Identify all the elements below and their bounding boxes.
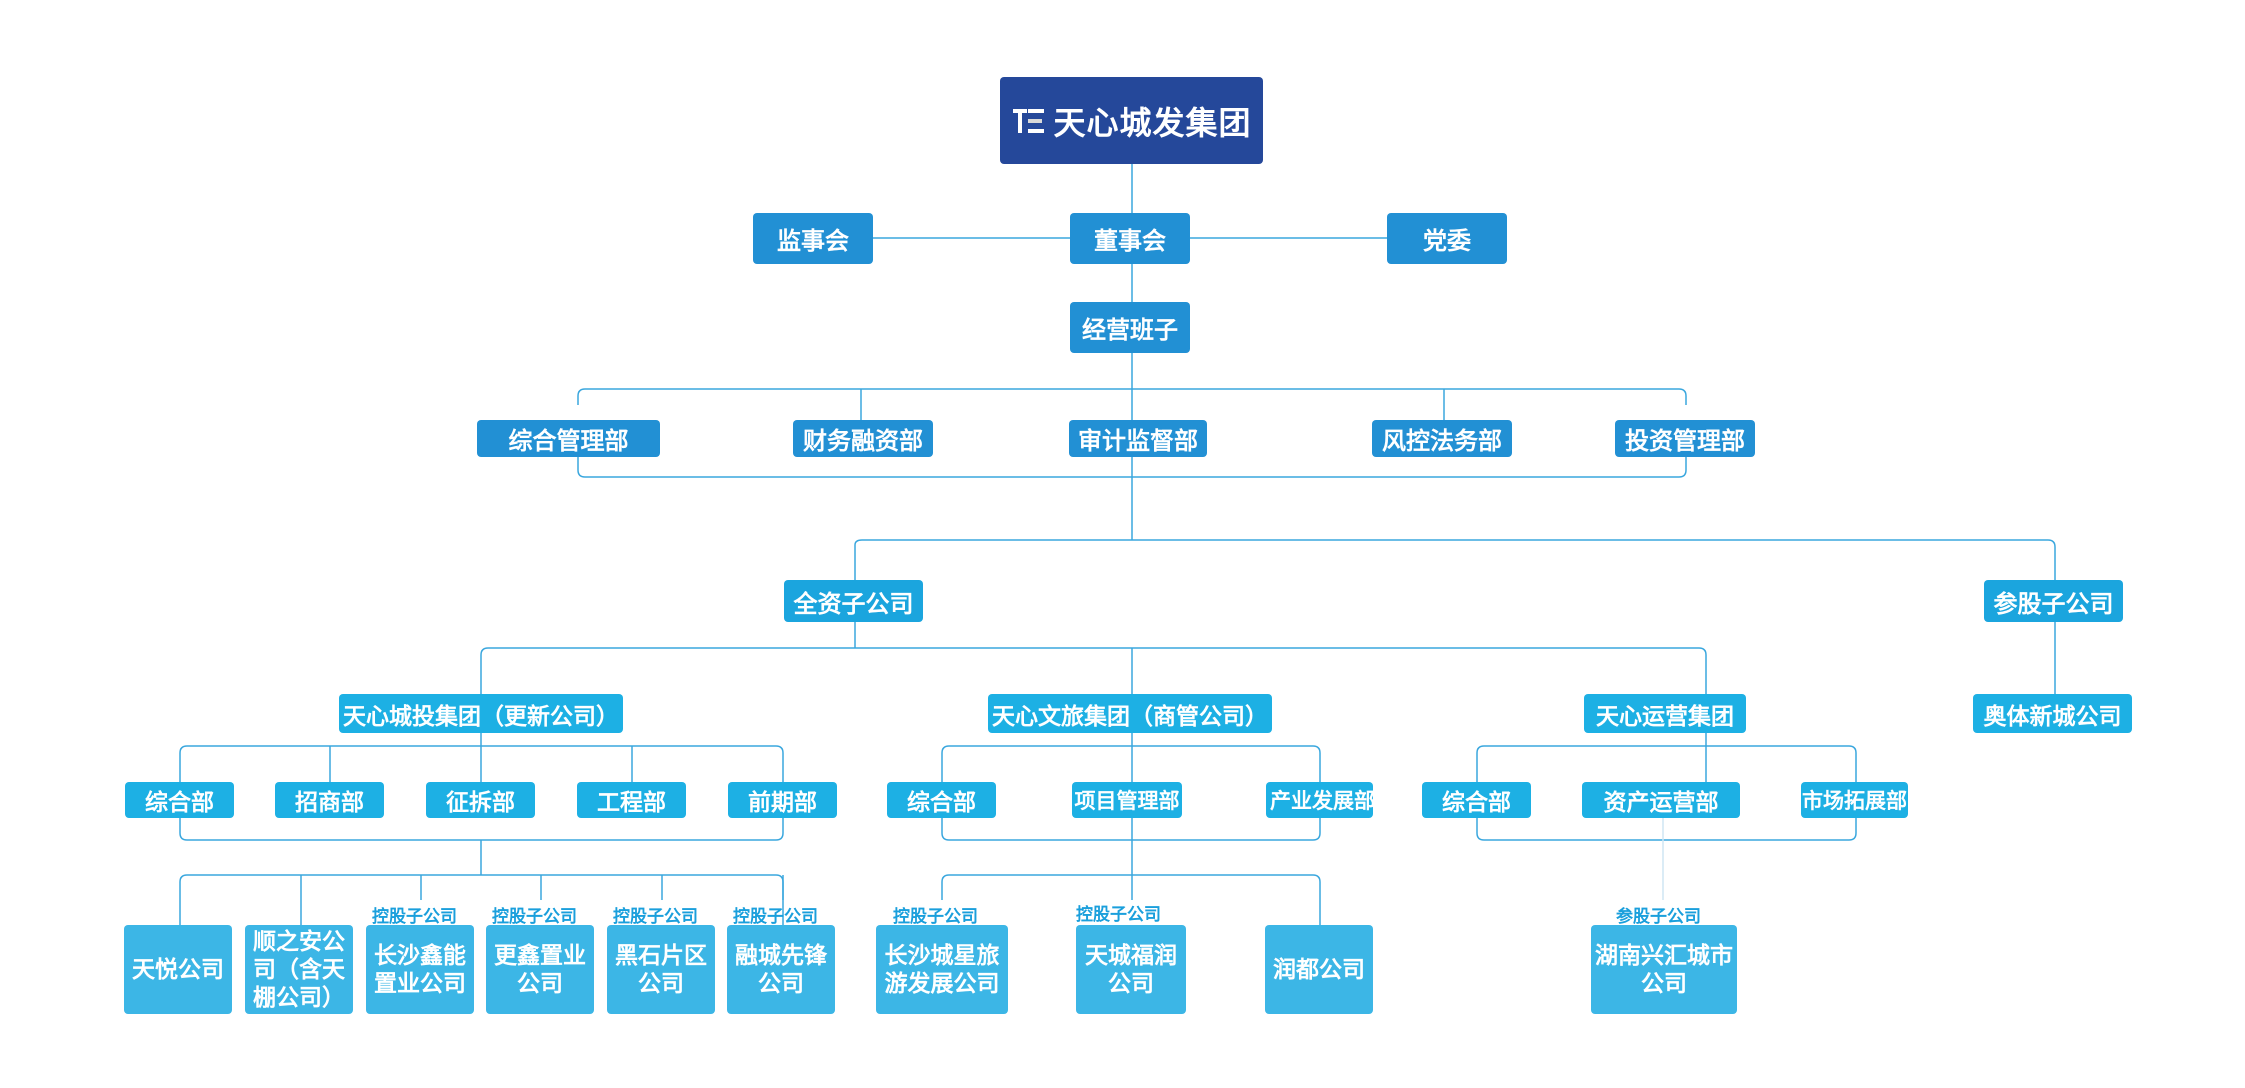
holding-tag: 控股子公司 <box>372 907 457 927</box>
wenlv-group-node: 天心文旅集团（商管公司） <box>988 694 1272 733</box>
chengtou-dept-preliminary: 前期部 <box>728 782 837 818</box>
dept-audit: 审计监督部 <box>1069 420 1207 457</box>
group-name: 天心城发集团 <box>1053 103 1252 142</box>
yunying-group-node: 天心运营集团 <box>1584 694 1746 733</box>
wenlv-dept-general: 综合部 <box>887 782 996 818</box>
dept-risk-legal: 风控法务部 <box>1372 420 1512 457</box>
company-tianyue: 天悦公司 <box>124 925 232 1014</box>
company-heishi: 黑石片区公司 <box>607 925 715 1014</box>
holding-tag: 控股子公司 <box>492 907 577 927</box>
company-rundu: 润都公司 <box>1265 925 1373 1014</box>
company-shunzhian: 顺之安公司（含天棚公司） <box>245 925 353 1014</box>
dept-finance: 财务融资部 <box>793 420 933 457</box>
yunying-dept-asset-operation: 资产运营部 <box>1582 782 1740 818</box>
chengtou-group-node: 天心城投集团（更新公司） <box>339 694 623 733</box>
shareholding-tag: 参股子公司 <box>1616 907 1701 927</box>
company-chengxing-travel: 长沙城星旅游发展公司 <box>876 925 1008 1014</box>
management-team-node: 经营班子 <box>1070 302 1190 353</box>
wenlv-dept-project-management: 项目管理部 <box>1072 782 1182 818</box>
yunying-dept-general: 综合部 <box>1422 782 1531 818</box>
wholly-owned-subsidiaries-node: 全资子公司 <box>784 580 923 622</box>
company-gengxin: 更鑫置业公司 <box>486 925 594 1014</box>
company-tiancheng-furun: 天城福润公司 <box>1076 925 1186 1014</box>
yunying-dept-market-expansion: 市场拓展部 <box>1801 782 1908 818</box>
te-logo-icon <box>1013 108 1045 133</box>
company-hunan-xinghui: 湖南兴汇城市公司 <box>1591 925 1737 1014</box>
dept-investment: 投资管理部 <box>1615 420 1755 457</box>
chengtou-dept-engineering: 工程部 <box>577 782 686 818</box>
holding-tag: 控股子公司 <box>1076 905 1161 925</box>
wenlv-dept-industry-development: 产业发展部 <box>1266 782 1373 818</box>
holding-tag: 控股子公司 <box>613 907 698 927</box>
board-of-directors-node: 董事会 <box>1070 213 1190 264</box>
supervisory-board-node: 监事会 <box>753 213 873 264</box>
chengtou-dept-demolition: 征拆部 <box>426 782 535 818</box>
dept-general-management: 综合管理部 <box>477 420 660 457</box>
aoti-company-node: 奥体新城公司 <box>1973 694 2132 733</box>
company-changsha-xinneng: 长沙鑫能置业公司 <box>366 925 474 1014</box>
party-committee-node: 党委 <box>1387 213 1507 264</box>
company-rongcheng: 融城先锋公司 <box>727 925 835 1014</box>
shareholding-subsidiaries-node: 参股子公司 <box>1984 580 2123 622</box>
chengtou-dept-investment-promotion: 招商部 <box>275 782 384 818</box>
chengtou-dept-general: 综合部 <box>125 782 234 818</box>
group-logo: 天心城发集团 <box>1000 77 1263 164</box>
holding-tag: 控股子公司 <box>733 907 818 927</box>
holding-tag: 控股子公司 <box>893 907 978 927</box>
